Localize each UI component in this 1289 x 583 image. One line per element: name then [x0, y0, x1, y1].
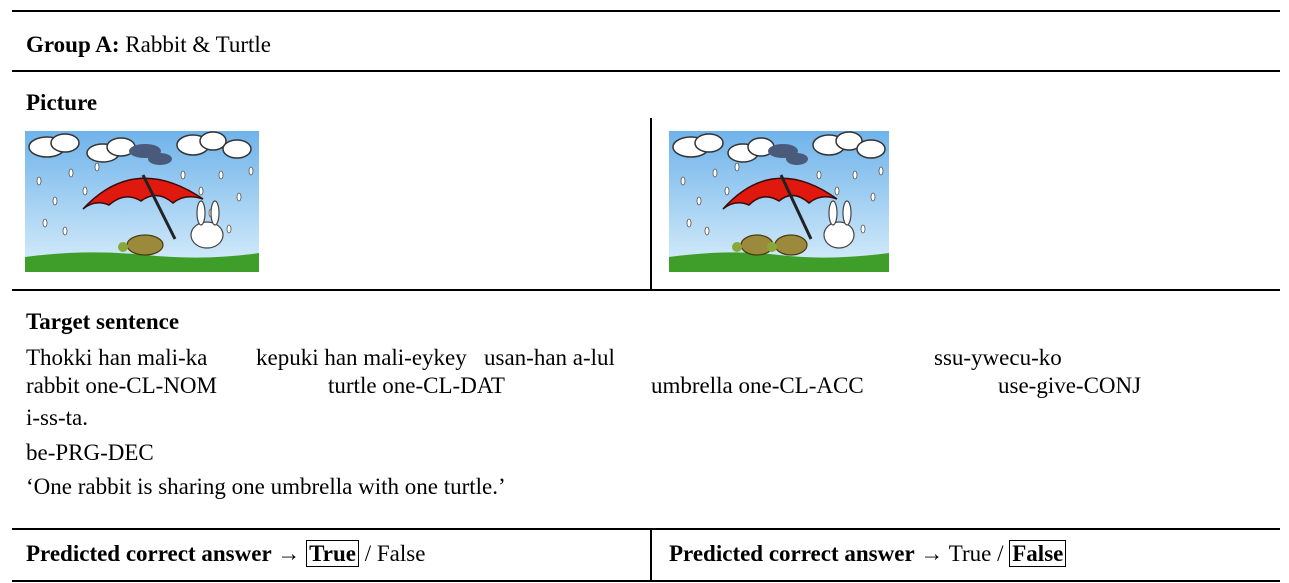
- target-heading: Target sentence: [26, 309, 180, 334]
- word-2: kepuki han mali-eykey: [256, 345, 467, 370]
- group-label: Group A:: [26, 32, 120, 57]
- answer-right: Predicted correct answer → True / False: [669, 540, 1067, 567]
- option-false[interactable]: False: [376, 541, 426, 566]
- answer-left: Predicted correct answer → True / False: [26, 540, 426, 567]
- right-picture: [669, 131, 889, 272]
- rule-under-sentence: [12, 528, 1280, 530]
- option-false-selected[interactable]: False: [1009, 540, 1067, 567]
- rain-scene-image: [669, 131, 889, 272]
- answer-label: Predicted correct answer: [26, 541, 272, 566]
- word-1: Thokki han mali-ka: [26, 345, 208, 370]
- separator: /: [997, 541, 1004, 566]
- gloss-4: use-give-CONJ: [998, 373, 1142, 398]
- answer-divider: [650, 529, 652, 581]
- rule-under-picture: [12, 289, 1280, 291]
- option-true-selected[interactable]: True: [306, 540, 359, 567]
- rule-under-header: [12, 70, 1280, 72]
- translation: ‘One rabbit is sharing one umbrella with…: [26, 474, 506, 499]
- word-5: i-ss-ta.: [26, 405, 88, 430]
- arrow: →: [920, 541, 944, 566]
- rain-scene-image: [25, 131, 259, 272]
- picture-heading: Picture: [26, 90, 98, 115]
- bottom-border: [12, 580, 1280, 582]
- option-true[interactable]: True: [948, 541, 992, 566]
- gloss-3: umbrella one-CL-ACC: [651, 373, 864, 398]
- word-3: usan-han a-lul: [484, 345, 615, 370]
- group-header: Group A: Rabbit & Turtle: [26, 33, 271, 56]
- picture-divider: [650, 118, 652, 290]
- group-title: Rabbit & Turtle: [125, 32, 271, 57]
- gloss-1: rabbit one-CL-NOM: [26, 373, 217, 398]
- arrow: →: [277, 541, 301, 566]
- left-picture: [25, 131, 259, 272]
- gloss-2: turtle one-CL-DAT: [328, 373, 505, 398]
- word-4: ssu-ywecu-ko: [934, 345, 1062, 370]
- answer-label: Predicted correct answer: [669, 541, 915, 566]
- gloss-5: be-PRG-DEC: [26, 440, 154, 465]
- separator: /: [364, 541, 372, 566]
- top-border: [12, 10, 1280, 12]
